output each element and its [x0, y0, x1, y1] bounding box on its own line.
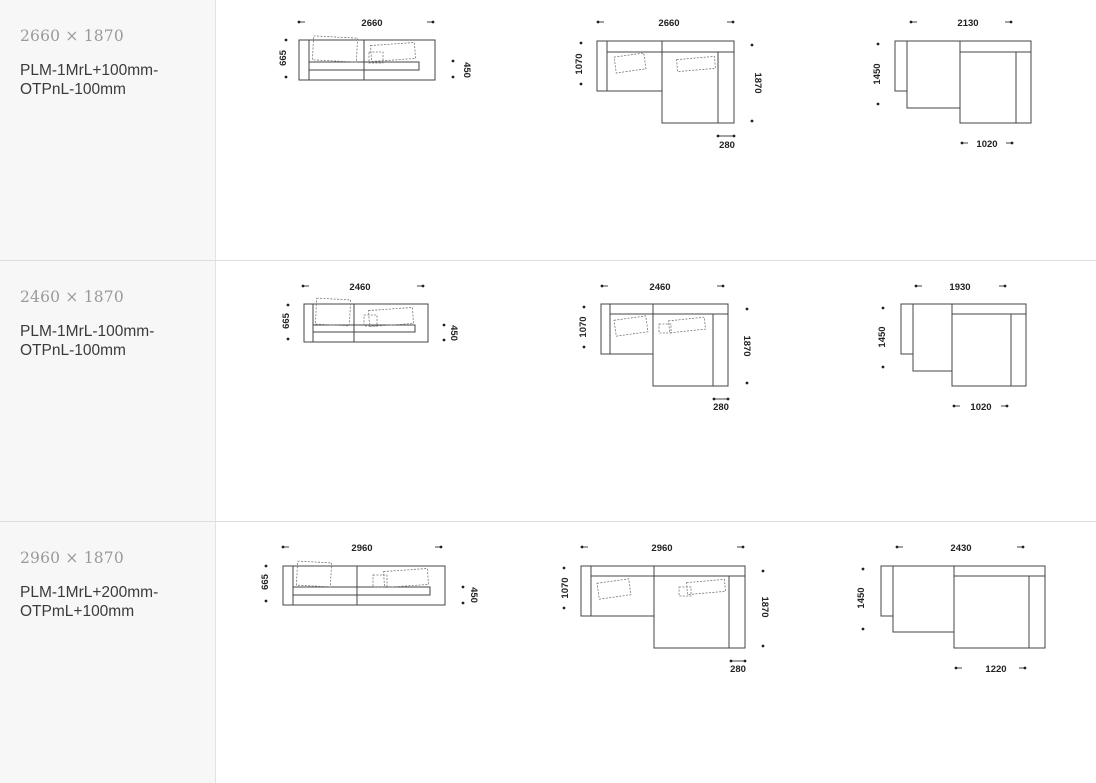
- front-seat-dim: 450: [468, 587, 479, 603]
- plan-depth-left-dim: 1070: [560, 577, 571, 598]
- plan-depth-right-dim: 1870: [759, 596, 770, 617]
- front-height-dim: 665: [260, 573, 271, 590]
- plan-depth-right-dim: 1870: [741, 335, 752, 356]
- front-height-dim: 665: [281, 312, 292, 329]
- module-depth-dim: 1450: [856, 587, 867, 608]
- plan-depth-left-dim: 1070: [574, 53, 585, 74]
- drawing-svg: 2960 665 450 2960 107: [260, 543, 1046, 675]
- overall-size: 2460 × 1870: [20, 288, 124, 306]
- row-label-cell: 2960 × 1870 PLM-1MrL+200mm-OTPmL+100mm: [0, 522, 216, 783]
- module-chaise-dim: 1020: [970, 402, 991, 413]
- front-width-dim: 2660: [361, 18, 382, 29]
- module-view: 1930 1450 1020: [877, 282, 1027, 413]
- module-width-dim: 1930: [949, 282, 970, 293]
- front-elevation: 2660 665 450: [278, 18, 472, 81]
- overall-size: 2960 × 1870: [20, 549, 124, 567]
- plan-depth-right-dim: 1870: [752, 72, 763, 93]
- row-label-cell: 2660 × 1870 PLM-1MrL+100mm-OTPnL-100mm: [0, 0, 216, 260]
- front-height-dim: 665: [278, 49, 289, 66]
- module-depth-dim: 1450: [872, 63, 883, 84]
- overall-size: 2660 × 1870: [20, 27, 124, 45]
- plan-view: 2960 1070 1870 280: [560, 543, 770, 675]
- plan-view: 2460 1070 1870 280: [578, 282, 752, 413]
- plan-depth-left-dim: 1070: [578, 316, 589, 337]
- row-label-cell: 2460 × 1870 PLM-1MrL-100mm-OTPnL-100mm: [0, 261, 216, 521]
- front-width-dim: 2960: [351, 543, 372, 554]
- drawing-svg: 2460 665 450 2460 107: [281, 282, 1027, 413]
- plan-arm-dim: 280: [713, 402, 729, 413]
- plan-width-dim: 2660: [658, 18, 679, 29]
- plan-arm-dim: 280: [719, 140, 735, 151]
- front-width-dim: 2460: [349, 282, 370, 293]
- technical-drawings: 2660 665 450 2660: [217, 0, 1096, 260]
- product-code: PLM-1MrL+100mm-OTPnL-100mm: [20, 62, 159, 98]
- module-width-dim: 2430: [950, 543, 971, 554]
- config-row: 2660 × 1870 PLM-1MrL+100mm-OTPnL-100mm 2…: [0, 0, 1096, 261]
- plan-view: 2660 1070 1870 280: [574, 18, 763, 151]
- technical-drawings: 2460 665 450 2460 107: [217, 261, 1096, 521]
- front-elevation: 2460 665 450: [281, 282, 459, 343]
- front-elevation: 2960 665 450: [260, 543, 479, 606]
- config-row: 2460 × 1870 PLM-1MrL-100mm-OTPnL-100mm 2…: [0, 261, 1096, 522]
- plan-width-dim: 2460: [649, 282, 670, 293]
- product-code: PLM-1MrL+200mm-OTPmL+100mm: [20, 584, 159, 620]
- plan-arm-dim: 280: [730, 664, 746, 675]
- module-chaise-dim: 1220: [985, 664, 1006, 675]
- module-chaise-dim: 1020: [976, 139, 997, 150]
- module-depth-dim: 1450: [877, 326, 888, 347]
- drawing-svg: 2660 665 450 2660: [278, 18, 1032, 151]
- module-view: 2130 1450 1020: [872, 18, 1032, 150]
- module-width-dim: 2130: [957, 18, 978, 29]
- product-code: PLM-1MrL-100mm-OTPnL-100mm: [20, 323, 155, 359]
- plan-width-dim: 2960: [651, 543, 672, 554]
- front-seat-dim: 450: [461, 62, 472, 78]
- config-row: 2960 × 1870 PLM-1MrL+200mm-OTPmL+100mm 2…: [0, 522, 1096, 783]
- technical-drawings: 2960 665 450 2960 107: [217, 522, 1096, 782]
- front-seat-dim: 450: [448, 325, 459, 341]
- module-view: 2430 1450 1220: [856, 543, 1046, 675]
